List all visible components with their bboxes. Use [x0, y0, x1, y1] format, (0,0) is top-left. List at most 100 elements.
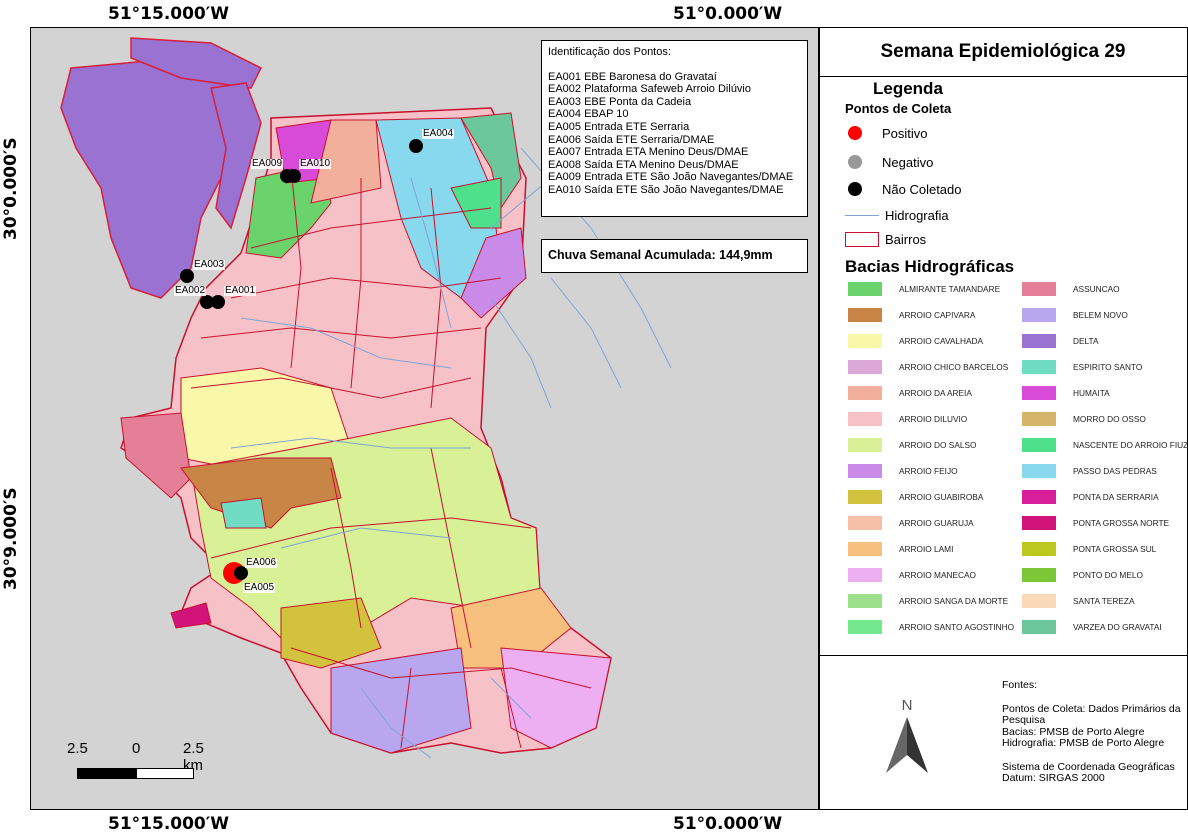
legend-basin-item: HUMAITA	[1022, 386, 1110, 400]
basin-swatch-icon	[1022, 308, 1056, 322]
basin-swatch-icon	[848, 334, 882, 348]
basin-swatch-icon	[848, 464, 882, 478]
identification-item: EA006 Saída ETE Serraria/DMAE	[548, 133, 715, 146]
basin-espirito-santo	[220, 497, 267, 529]
basin-label: PASSO DAS PEDRAS	[1073, 466, 1157, 476]
bairros-square-icon	[845, 232, 879, 247]
sources-crs: Sistema de Coordenada Geográficas	[1002, 760, 1175, 773]
basin-swatch-icon	[1022, 594, 1056, 608]
identification-item: EA007 Entrada ETA Menino Deus/DMAE	[548, 146, 749, 159]
legend-basin-item: PONTA GROSSA NORTE	[1022, 516, 1169, 530]
legend-basin-item: ARROIO GUARUJA	[848, 516, 974, 530]
legend-basin-item: ESPIRITO SANTO	[1022, 360, 1142, 374]
north-arrow-box: N	[818, 655, 996, 810]
legend-point-label: Negativo	[882, 154, 934, 170]
legend-dot-icon	[848, 126, 862, 140]
basin-label: HUMAITA	[1073, 388, 1110, 398]
point-ea004[interactable]	[409, 139, 423, 153]
label-ea010: EA010	[299, 158, 332, 169]
legend-basin-item: NASCENTE DO ARROIO FIUZA	[1022, 438, 1188, 452]
point-ea010[interactable]	[287, 169, 301, 183]
basin-label: ARROIO DA AREIA	[899, 388, 972, 398]
basin-label: ARROIO SANTO AGOSTINHO	[899, 622, 1015, 632]
legend-basin-item: ARROIO DILUVIO	[848, 412, 967, 426]
basin-swatch-icon	[848, 594, 882, 608]
basin-label: MORRO DO OSSO	[1073, 414, 1146, 424]
basin-label: ARROIO FEIJO	[899, 466, 958, 476]
identification-item: EA010 Saída ETE São João Navegantes/DMAE	[548, 183, 784, 196]
legend-basin-item: ALMIRANTE TAMANDARE	[848, 282, 1000, 296]
scale-mid: 0	[132, 740, 141, 757]
basin-swatch-icon	[848, 412, 882, 426]
point-ea002[interactable]	[200, 295, 214, 309]
basin-label: ARROIO MANECAO	[899, 570, 976, 580]
basin-assuncao	[120, 412, 192, 499]
point-ea003[interactable]	[180, 269, 194, 283]
legend-dot-icon	[848, 182, 862, 196]
legend-basin-item: PONTA DA SERRARIA	[1022, 490, 1159, 504]
identification-item: EA003 EBE Ponta da Cadeia	[548, 95, 692, 108]
basin-label: ARROIO CHICO BARCELOS	[899, 362, 1009, 372]
basin-swatch-icon	[1022, 620, 1056, 634]
scale-bar: 2.5 0 2.5 km	[67, 740, 204, 800]
basin-ponta-grossa-norte	[170, 602, 212, 629]
legend-basin-item: MORRO DO OSSO	[1022, 412, 1146, 426]
basin-varzea-do-gravatai	[460, 112, 522, 210]
coord-left-lower: 30°9.000′S	[1, 487, 21, 590]
basin-swatch-icon	[1022, 412, 1056, 426]
coord-top-left: 51°15.000′W	[108, 4, 229, 24]
basin-swatch-icon	[1022, 438, 1056, 452]
map-frame[interactable]: EA004 EA009 EA010 EA003 EA002 EA001 EA00…	[30, 27, 820, 810]
basin-label: BELEM NOVO	[1073, 310, 1128, 320]
basin-label: ARROIO GUABIROBA	[899, 492, 984, 502]
coord-top-right: 51°0.000′W	[673, 4, 783, 24]
legend-basin-item: VARZEA DO GRAVATAI	[1022, 620, 1162, 634]
basin-label: PONTO DO MELO	[1073, 570, 1143, 580]
hydrography-line-icon	[845, 215, 879, 216]
legend-bairros: Bairros	[845, 232, 926, 247]
basin-arroio-capivara	[180, 457, 342, 529]
basin-label: ARROIO GUARUJA	[899, 518, 974, 528]
basin-label: ARROIO SANGA DA MORTE	[899, 596, 1009, 606]
label-ea003: EA003	[193, 259, 226, 270]
legend-basin-item: ARROIO GUABIROBA	[848, 490, 983, 504]
basin-label: PONTA GROSSA SUL	[1073, 544, 1157, 554]
legend-point-not-collected: Não Coletado	[848, 180, 962, 198]
neighborhood-boundaries	[190, 167, 592, 749]
scale-bar-black	[77, 768, 136, 779]
legend-basin-item: ARROIO SANGA DA MORTE	[848, 594, 1008, 608]
legend-point-label: Não Coletado	[882, 181, 962, 197]
north-letter: N	[902, 697, 913, 714]
legend-point-negative: Negativo	[848, 153, 933, 171]
legend-basin-item: SANTA TEREZA	[1022, 594, 1134, 608]
legend-bairros-label: Bairros	[885, 232, 927, 247]
point-ea001[interactable]	[211, 295, 225, 309]
basin-swatch-icon	[1022, 464, 1056, 478]
legend-basin-item: ARROIO CAVALHADA	[848, 334, 983, 348]
sources-line: Hidrografia: PMSB de Porto Alegre	[1002, 737, 1165, 749]
basin-arroio-feijo	[460, 227, 527, 319]
identification-box: Identificação dos Pontos: EA001 EBE Baro…	[541, 40, 808, 217]
basin-swatch-icon	[848, 542, 882, 556]
basin-swatch-icon	[848, 490, 882, 504]
basins-title: Bacias Hidrográficas	[845, 257, 1015, 276]
points-title: Pontos de Coleta	[845, 101, 952, 116]
collection-points	[180, 139, 423, 584]
identification-item: EA001 EBE Baronesa do Gravataí	[548, 70, 717, 83]
basin-swatch-icon	[848, 516, 882, 530]
legend-basin-item: PONTA GROSSA SUL	[1022, 542, 1156, 556]
legend-basin-item: ARROIO DA AREIA	[848, 386, 972, 400]
basin-label: ARROIO DO SALSO	[899, 440, 977, 450]
basin-swatch-icon	[848, 308, 882, 322]
identification-item: EA008 Saída ETA Menino Deus/DMAE	[548, 158, 739, 171]
legend-hydro-label: Hidrografia	[885, 208, 949, 223]
point-ea006[interactable]	[234, 566, 248, 580]
sources-title: Fontes:	[1002, 679, 1038, 691]
label-ea001: EA001	[224, 285, 257, 296]
sources-line: Bacias: PMSB de Porto Alegre	[1002, 725, 1145, 738]
basin-label: PONTA DA SERRARIA	[1073, 492, 1159, 502]
basin-label: ARROIO CAPIVARA	[899, 310, 976, 320]
basin-label: ARROIO DILUVIO	[899, 414, 968, 424]
legend-hydrography: Hidrografia	[845, 208, 949, 223]
legend-basin-item: ARROIO CHICO BARCELOS	[848, 360, 1008, 374]
